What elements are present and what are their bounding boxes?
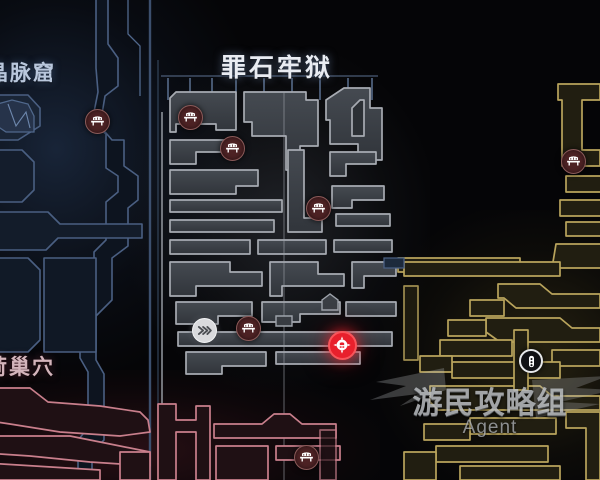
bench-icon xyxy=(182,109,199,126)
map-marker-bell[interactable] xyxy=(519,349,543,373)
map-marker-bench[interactable] xyxy=(305,195,331,221)
map-marker-boss[interactable] xyxy=(327,330,357,360)
chevrons-right-icon xyxy=(196,322,213,339)
bell-lift-icon xyxy=(524,354,539,369)
map-marker-bench[interactable] xyxy=(84,108,110,134)
region-crystal-cave-detail xyxy=(0,0,159,480)
boss-skull-icon xyxy=(332,335,352,355)
bench-icon xyxy=(224,140,241,157)
map-marker-bench[interactable] xyxy=(293,444,319,470)
region-gold-corridors xyxy=(397,83,600,480)
bench-icon xyxy=(89,113,106,130)
bench-icon xyxy=(298,449,315,466)
region-load-nest xyxy=(0,387,341,480)
bench-icon xyxy=(240,320,257,337)
bench-icon xyxy=(565,153,582,170)
bench-icon xyxy=(310,200,327,217)
map-marker-bench[interactable] xyxy=(235,315,261,341)
region-boundary-fragment xyxy=(383,257,405,269)
map-marker-fast-travel[interactable] xyxy=(191,317,217,343)
map-marker-bench[interactable] xyxy=(560,148,586,174)
map-marker-bench[interactable] xyxy=(177,104,203,130)
map-marker-bench[interactable] xyxy=(219,135,245,161)
